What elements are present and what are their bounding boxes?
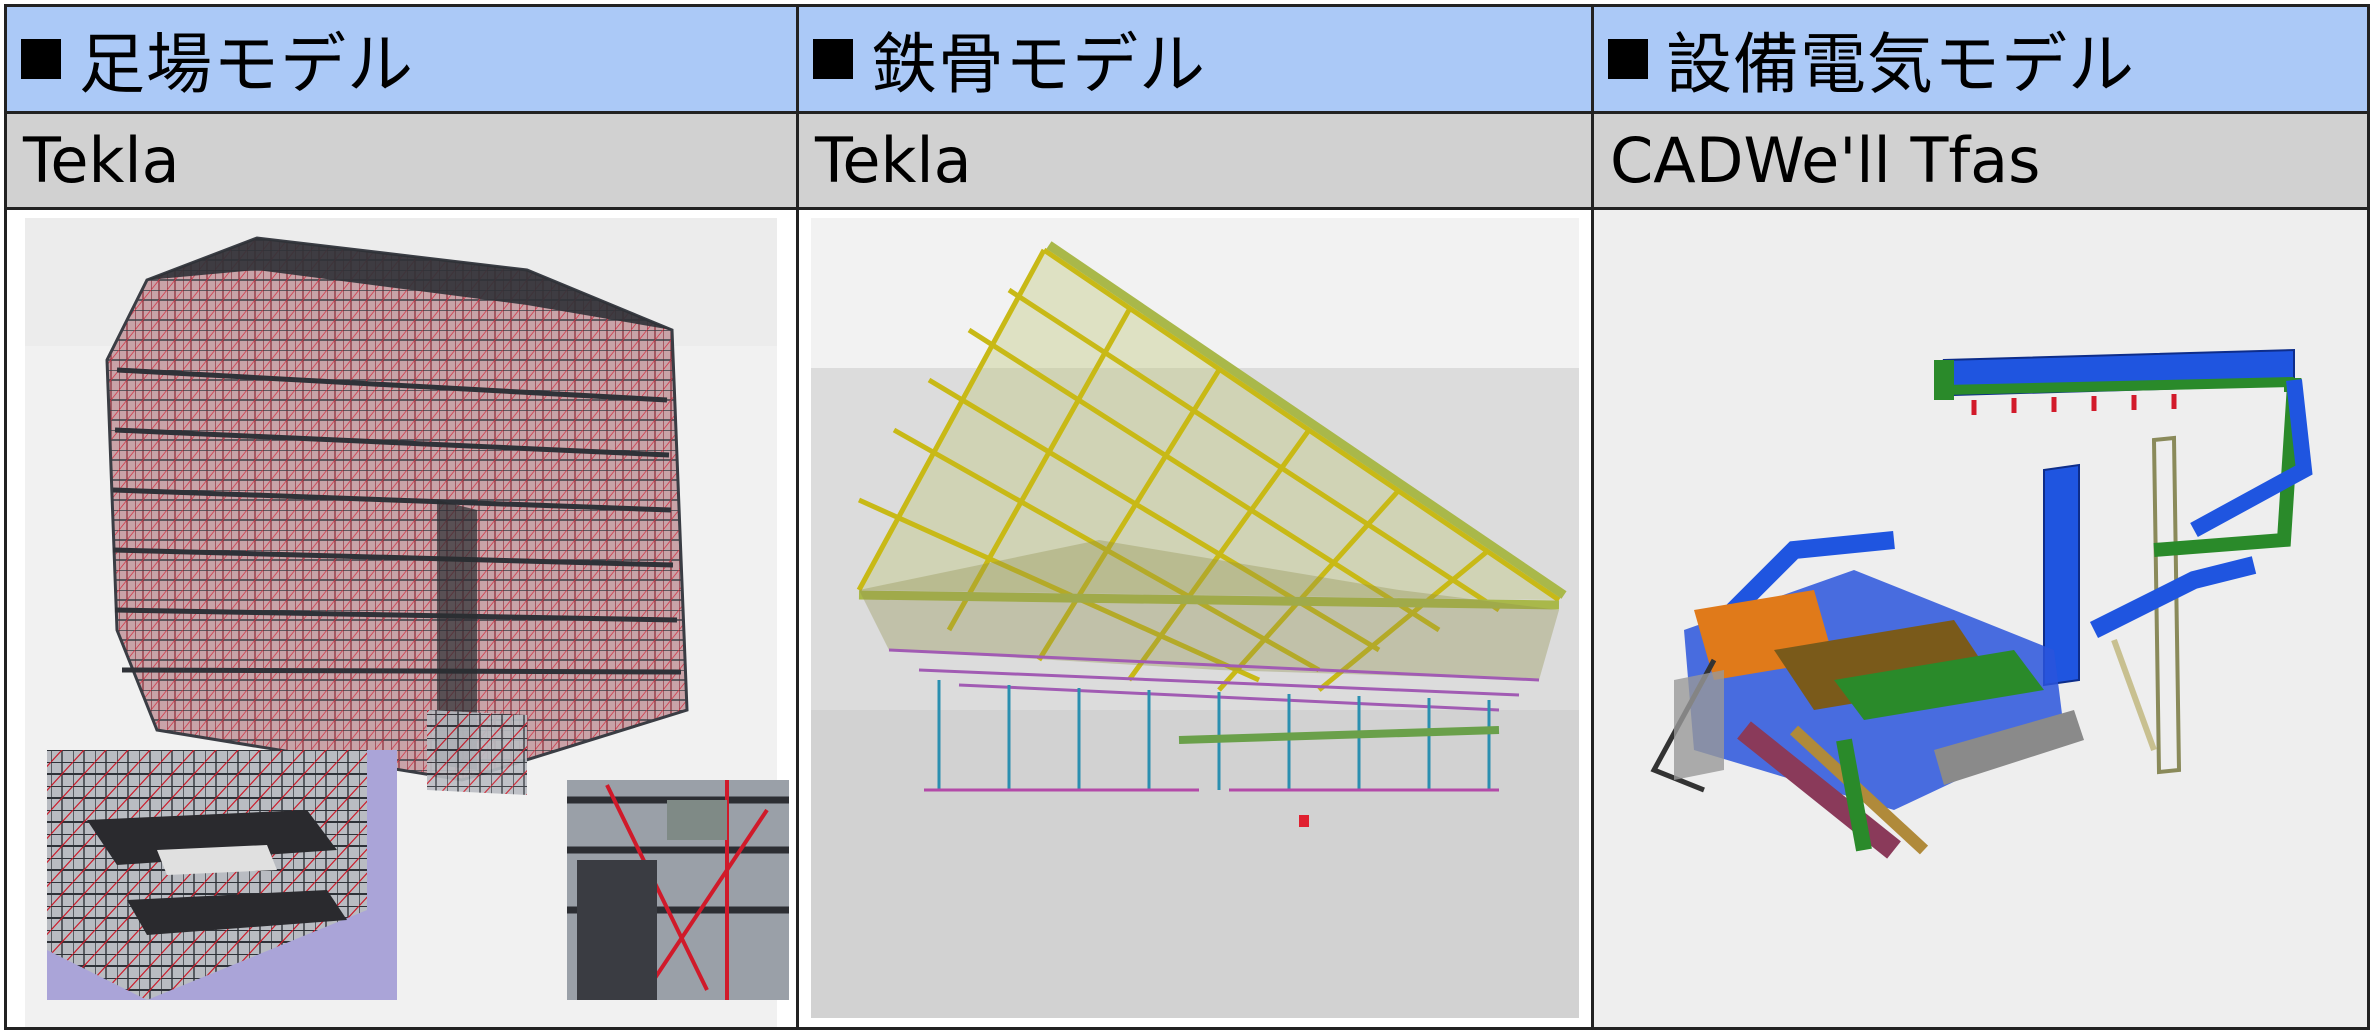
square-bullet-icon: [1608, 39, 1648, 79]
mep-model-graphic: [1594, 210, 2367, 1027]
header-title: 足場モデル: [79, 26, 414, 103]
model-comparison-table: 足場モデル 鉄骨モデル 設備電気モデル Tekla Tekla CADWe'll…: [4, 4, 2370, 1030]
software-mep: CADWe'll Tfas: [1594, 114, 2370, 210]
software-steel: Tekla: [799, 114, 1594, 210]
square-bullet-icon: [21, 39, 61, 79]
steel-model-graphic: [811, 218, 1579, 1018]
software-label: Tekla: [23, 124, 180, 197]
header-steel: 鉄骨モデル: [799, 4, 1594, 114]
steel-model-image: [799, 210, 1594, 1030]
software-scaffolding: Tekla: [4, 114, 799, 210]
square-bullet-icon: [813, 39, 853, 79]
header-mep: 設備電気モデル: [1594, 4, 2370, 114]
header-title: 設備電気モデル: [1666, 26, 2135, 103]
mep-model-image: [1594, 210, 2370, 1030]
header-scaffolding: 足場モデル: [4, 4, 799, 114]
software-label: Tekla: [815, 124, 972, 197]
software-label: CADWe'll Tfas: [1610, 124, 2041, 197]
scaffolding-model-graphic: [25, 218, 789, 1027]
header-title: 鉄骨モデル: [871, 26, 1206, 103]
scaffolding-model-image: [4, 210, 799, 1030]
